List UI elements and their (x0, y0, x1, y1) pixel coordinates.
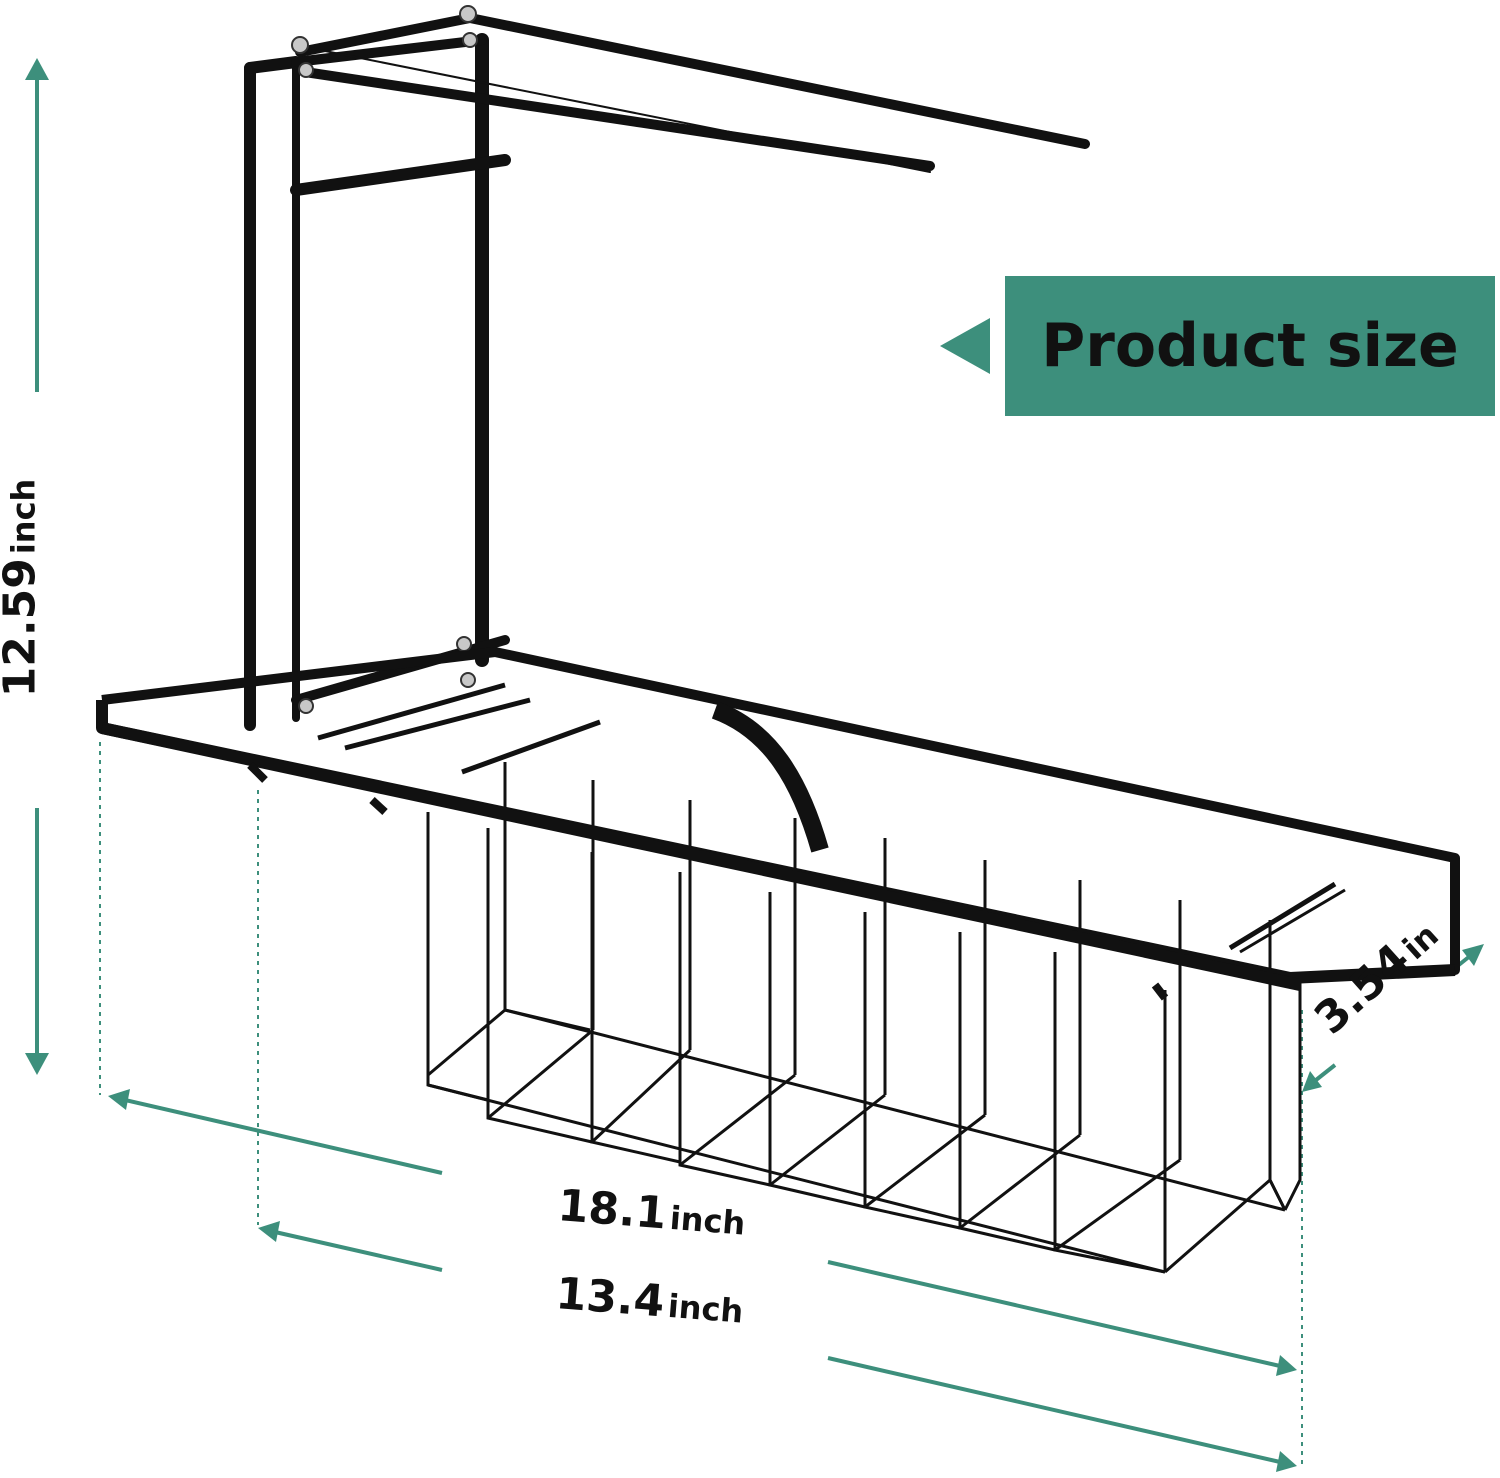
screw-icon (456, 636, 472, 652)
guide-lines (99, 742, 1303, 1465)
screw-icon (291, 36, 309, 54)
banner-label: Product size (1041, 311, 1459, 381)
inner-width-unit: inch (666, 1286, 745, 1331)
screws (291, 5, 478, 714)
screw-icon (298, 698, 314, 714)
banner-arrow-icon (940, 318, 990, 374)
outer-width-arrow (108, 1089, 1297, 1376)
height-arrow (25, 58, 49, 1075)
outer-width-value: 18.1 (555, 1180, 669, 1240)
inner-width-value: 13.4 (553, 1268, 667, 1328)
outer-width-unit: inch (668, 1198, 747, 1243)
screw-icon (298, 62, 314, 78)
rack-tray (96, 647, 1460, 1001)
screw-icon (460, 672, 476, 688)
inner-width-arrow (258, 1221, 1297, 1472)
screw-icon (459, 5, 477, 23)
product-size-banner: Product size (1005, 276, 1495, 416)
height-unit: inch (4, 478, 43, 555)
rack-upright (244, 13, 1090, 731)
banner-shape (940, 276, 1495, 416)
wire-basket (426, 762, 1302, 1274)
height-dimension-label: 12.59inch (0, 479, 46, 698)
screw-icon (462, 32, 478, 48)
height-value: 12.59 (0, 558, 46, 698)
